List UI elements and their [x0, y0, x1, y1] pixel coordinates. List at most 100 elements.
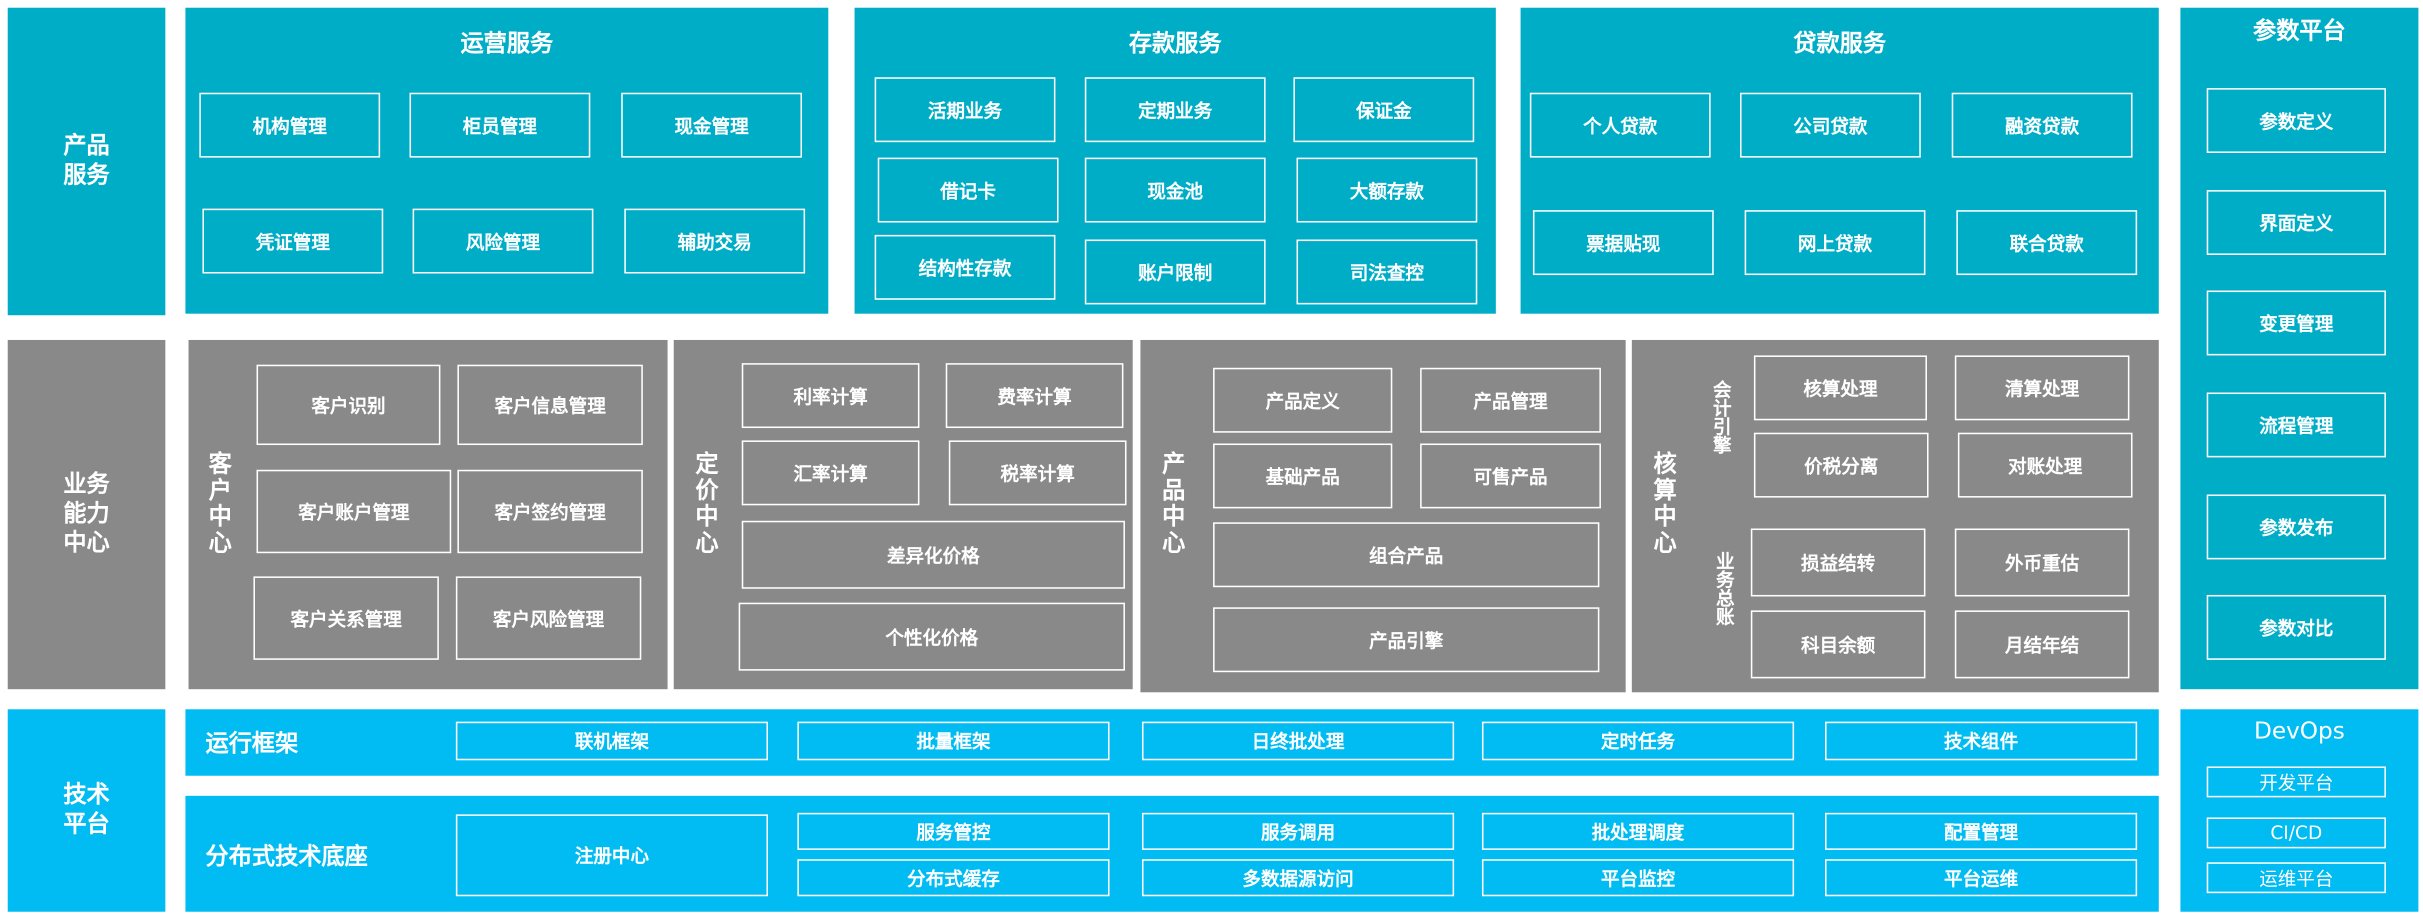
- row-label-tech: 技术 平台: [7, 709, 166, 912]
- module-box[interactable]: 大额存款: [1296, 157, 1478, 223]
- panel-title: 贷款服务: [1793, 29, 1887, 58]
- panel-title: 运营服务: [460, 29, 554, 58]
- module-box[interactable]: 账户限制: [1084, 239, 1266, 305]
- module-box[interactable]: 分布式缓存: [797, 859, 1110, 897]
- module-box[interactable]: 服务调用: [1141, 812, 1455, 850]
- module-box[interactable]: 融资贷款: [1951, 92, 2133, 158]
- module-box[interactable]: 参数发布: [2206, 494, 2386, 560]
- module-box[interactable]: 平台监控: [1481, 859, 1795, 897]
- module-box[interactable]: 联合贷款: [1956, 210, 2138, 276]
- module-box[interactable]: 产品引擎: [1213, 607, 1600, 673]
- module-box[interactable]: 定期业务: [1084, 77, 1266, 143]
- module-box[interactable]: 运维平台: [2206, 862, 2386, 894]
- module-box[interactable]: 开发平台: [2206, 766, 2386, 798]
- module-box[interactable]: 多数据源访问: [1141, 859, 1455, 897]
- module-box[interactable]: 费率计算: [945, 363, 1124, 429]
- module-box[interactable]: 凭证管理: [202, 208, 384, 274]
- panel-ops-service: [185, 7, 829, 314]
- module-box[interactable]: 个人贷款: [1529, 92, 1711, 158]
- panel-title: 产品中心: [1158, 451, 1187, 557]
- module-box[interactable]: 平台运维: [1824, 859, 2138, 897]
- panel-title: 核算中心: [1650, 451, 1679, 557]
- module-box[interactable]: 现金池: [1084, 157, 1266, 223]
- module-box[interactable]: 风险管理: [412, 208, 594, 274]
- panel-title: DevOps: [2253, 717, 2345, 745]
- module-box[interactable]: 价税分离: [1753, 432, 1929, 498]
- module-box[interactable]: 产品定义: [1213, 367, 1393, 433]
- module-box[interactable]: 配置管理: [1824, 812, 2138, 850]
- module-box[interactable]: 汇率计算: [741, 440, 920, 506]
- module-box[interactable]: 税率计算: [948, 440, 1127, 506]
- module-box[interactable]: 定时任务: [1481, 721, 1795, 761]
- module-box[interactable]: CI/CD: [2206, 817, 2386, 849]
- module-box[interactable]: 柜员管理: [409, 92, 591, 158]
- module-box[interactable]: 现金管理: [621, 92, 803, 158]
- panel-product-center: [1140, 339, 1626, 693]
- module-box[interactable]: 产品管理: [1420, 367, 1601, 433]
- module-box[interactable]: 联机框架: [455, 721, 769, 761]
- module-box[interactable]: 差异化价格: [741, 520, 1125, 589]
- module-box[interactable]: 客户识别: [256, 364, 441, 446]
- subgroup-label-ledger: 业务总账: [1713, 551, 1736, 626]
- module-box[interactable]: 网上贷款: [1744, 210, 1926, 276]
- panel-title: 定价中心: [692, 451, 721, 557]
- panel-title: 运行框架: [205, 729, 299, 758]
- module-box[interactable]: 公司贷款: [1740, 92, 1921, 158]
- module-box[interactable]: 活期业务: [874, 77, 1056, 143]
- module-box[interactable]: 客户风险管理: [455, 576, 642, 660]
- module-box[interactable]: 客户关系管理: [253, 576, 439, 660]
- module-box[interactable]: 基础产品: [1213, 443, 1393, 509]
- module-box[interactable]: 清算处理: [1954, 355, 2130, 421]
- module-box[interactable]: 司法查控: [1296, 239, 1478, 305]
- subgroup-label-engine: 会计引擎: [1710, 380, 1733, 455]
- panel-title: 存款服务: [1128, 29, 1222, 58]
- panel-title: 客户中心: [205, 451, 234, 557]
- module-box[interactable]: 外币重估: [1954, 528, 2130, 597]
- module-box[interactable]: 票据贴现: [1532, 210, 1714, 276]
- module-box[interactable]: 月结年结: [1954, 610, 2130, 679]
- panel-customer-center: [188, 339, 668, 690]
- panel-accounting-center: [1631, 339, 2159, 693]
- module-box[interactable]: 变更管理: [2206, 290, 2386, 356]
- panel-param-platform: [2180, 7, 2419, 690]
- panel-title: 参数平台: [2253, 16, 2346, 45]
- module-box[interactable]: 注册中心: [455, 814, 769, 897]
- module-box[interactable]: 批量框架: [797, 721, 1110, 761]
- panel-devops: [2180, 709, 2419, 912]
- module-box[interactable]: 对账处理: [1957, 432, 2133, 498]
- module-box[interactable]: 机构管理: [199, 92, 381, 158]
- row-label-text: 技术 平台: [63, 780, 110, 838]
- row-label-text: 产品 服务: [63, 131, 110, 189]
- module-box[interactable]: 服务管控: [797, 812, 1110, 850]
- module-box[interactable]: 客户签约管理: [457, 469, 643, 554]
- module-box[interactable]: 流程管理: [2206, 392, 2386, 458]
- module-box[interactable]: 可售产品: [1420, 443, 1601, 509]
- module-box[interactable]: 界面定义: [2206, 190, 2386, 255]
- panel-title: 分布式技术底座: [205, 842, 368, 871]
- module-box[interactable]: 保证金: [1293, 77, 1475, 143]
- module-box[interactable]: 辅助交易: [624, 208, 806, 274]
- module-box[interactable]: 组合产品: [1213, 522, 1600, 588]
- module-box[interactable]: 参数对比: [2206, 594, 2386, 660]
- module-box[interactable]: 损益结转: [1750, 528, 1926, 597]
- row-label-text: 业务 能力 中心: [63, 469, 110, 557]
- module-box[interactable]: 利率计算: [741, 363, 920, 429]
- panel-loan-service: [1520, 7, 2159, 314]
- module-box[interactable]: 借记卡: [877, 157, 1059, 223]
- panel-runtime-framework: [185, 709, 2159, 776]
- module-box[interactable]: 个性化价格: [738, 602, 1125, 671]
- panel-deposit-service: [854, 7, 1496, 314]
- module-box[interactable]: 科目余额: [1750, 610, 1926, 679]
- module-box[interactable]: 客户信息管理: [457, 364, 643, 446]
- module-box[interactable]: 参数定义: [2206, 88, 2386, 153]
- row-label-business: 业务 能力 中心: [7, 339, 166, 690]
- panel-pricing-center: [673, 339, 1133, 690]
- module-box[interactable]: 日终批处理: [1141, 721, 1455, 761]
- module-box[interactable]: 技术组件: [1824, 721, 2138, 761]
- module-box[interactable]: 批处理调度: [1481, 812, 1795, 850]
- module-box[interactable]: 客户账户管理: [256, 469, 452, 554]
- module-box[interactable]: 核算处理: [1753, 355, 1927, 421]
- module-box[interactable]: 结构性存款: [874, 234, 1056, 300]
- row-label-product: 产品 服务: [7, 7, 166, 316]
